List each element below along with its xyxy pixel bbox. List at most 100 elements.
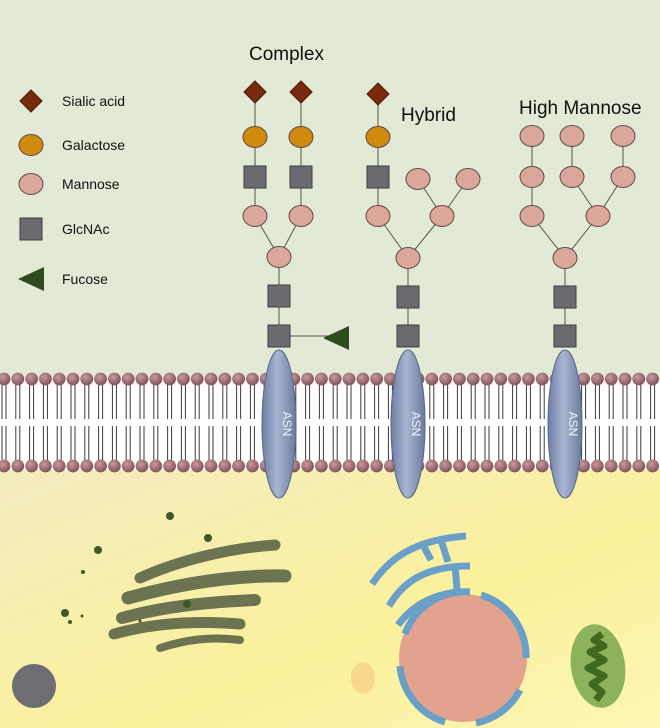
- lipid-head: [121, 459, 135, 473]
- golgi-apparatus: [108, 539, 292, 652]
- fucose-icon: [323, 326, 349, 350]
- nucleus: [399, 594, 527, 722]
- asn-anchor: [390, 349, 426, 499]
- nuclear-envelope: [396, 588, 530, 727]
- sialic-acid-icon: [366, 82, 390, 106]
- lipid-head: [480, 372, 494, 386]
- lipid-head: [646, 372, 659, 386]
- lipid-head: [577, 459, 590, 473]
- galactose-icon: [288, 126, 314, 148]
- lipid-head: [301, 459, 314, 473]
- lipid-head: [108, 459, 121, 473]
- lipid-head: [246, 459, 259, 473]
- lipid-head: [508, 459, 521, 473]
- lipid-head: [190, 459, 204, 473]
- mannose-icon: [242, 205, 268, 227]
- mannose-icon: [365, 205, 391, 227]
- lipid-head: [632, 459, 646, 473]
- lipid-head: [204, 372, 218, 386]
- mannose-icon: [585, 205, 611, 227]
- lipid-head: [121, 372, 135, 386]
- lipid-bilayer: [0, 372, 659, 473]
- mannose-icon: [519, 205, 545, 227]
- galactose-icon: [365, 126, 391, 148]
- sialic-acid-legend-icon: [19, 89, 43, 113]
- mannose-legend-icon: [18, 173, 44, 195]
- lipid-head: [494, 459, 508, 473]
- glcnac-icon: [289, 165, 313, 189]
- mannose-icon: [288, 205, 314, 227]
- lipid-head: [80, 459, 94, 473]
- mannose-icon: [519, 166, 545, 188]
- legend-label: Galactose: [62, 137, 125, 153]
- lipid-head: [328, 459, 342, 473]
- lipid-head: [0, 372, 11, 386]
- glcnac-icon: [243, 165, 267, 189]
- lipid-head: [218, 372, 232, 386]
- lipid-head: [494, 372, 508, 386]
- lipid-head: [108, 372, 121, 386]
- mannose-icon: [395, 247, 421, 269]
- lipid-head: [315, 459, 328, 473]
- lipid-head: [149, 459, 163, 473]
- lipid-head: [370, 372, 383, 386]
- high-mannose-title: High Mannose: [519, 98, 642, 119]
- glcnac-icon: [396, 285, 420, 309]
- asn-label: ASN: [409, 412, 423, 437]
- lipid-head: [439, 459, 452, 473]
- vesicles: [61, 512, 212, 624]
- lipid-head: [0, 459, 11, 473]
- lipid-head: [425, 459, 439, 473]
- lipid-head: [328, 372, 342, 386]
- asn-anchor: [547, 349, 583, 499]
- extracellular-space: [0, 0, 660, 380]
- lipid-head: [246, 372, 259, 386]
- lipid-head: [94, 372, 107, 386]
- mannose-icon: [266, 246, 292, 268]
- lipid-head: [204, 459, 218, 473]
- lipid-head: [11, 372, 25, 386]
- lipid-head: [439, 372, 452, 386]
- mannose-icon: [610, 125, 636, 147]
- lipid-head: [453, 459, 466, 473]
- lipid-head: [94, 459, 107, 473]
- lipid-head: [52, 372, 66, 386]
- hybrid-title: Hybrid: [401, 105, 456, 126]
- lipid-head: [163, 459, 177, 473]
- mannose-icon: [519, 125, 545, 147]
- lipid-head: [425, 372, 439, 386]
- lipid-head: [342, 459, 356, 473]
- cytoplasm: [0, 470, 660, 728]
- lipid-head: [535, 372, 549, 386]
- legend-label: Mannose: [62, 176, 120, 192]
- lipid-head: [604, 372, 618, 386]
- lipid-head: [135, 372, 149, 386]
- lipid-head: [453, 372, 466, 386]
- lipid-head: [301, 372, 314, 386]
- lipid-head: [466, 459, 480, 473]
- lipid-head: [466, 372, 480, 386]
- mannose-icon: [610, 166, 636, 188]
- sialic-acid-icon: [289, 80, 313, 104]
- lipid-head: [39, 372, 52, 386]
- legend-label: Sialic acid: [62, 93, 125, 109]
- lipid-head: [80, 372, 94, 386]
- complex-title: Complex: [249, 44, 324, 65]
- lipid-head: [370, 459, 383, 473]
- glcnac-icon: [553, 285, 577, 309]
- lipid-head: [356, 459, 370, 473]
- glcnac-icon: [267, 284, 291, 308]
- lipid-head: [591, 459, 604, 473]
- mannose-icon: [552, 247, 578, 269]
- lipid-head: [604, 459, 618, 473]
- lipid-head: [52, 459, 66, 473]
- lipid-head: [135, 459, 149, 473]
- glcnac-legend-icon: [19, 217, 43, 241]
- lipid-head: [618, 459, 632, 473]
- lipid-head: [522, 372, 535, 386]
- lipid-head: [618, 372, 632, 386]
